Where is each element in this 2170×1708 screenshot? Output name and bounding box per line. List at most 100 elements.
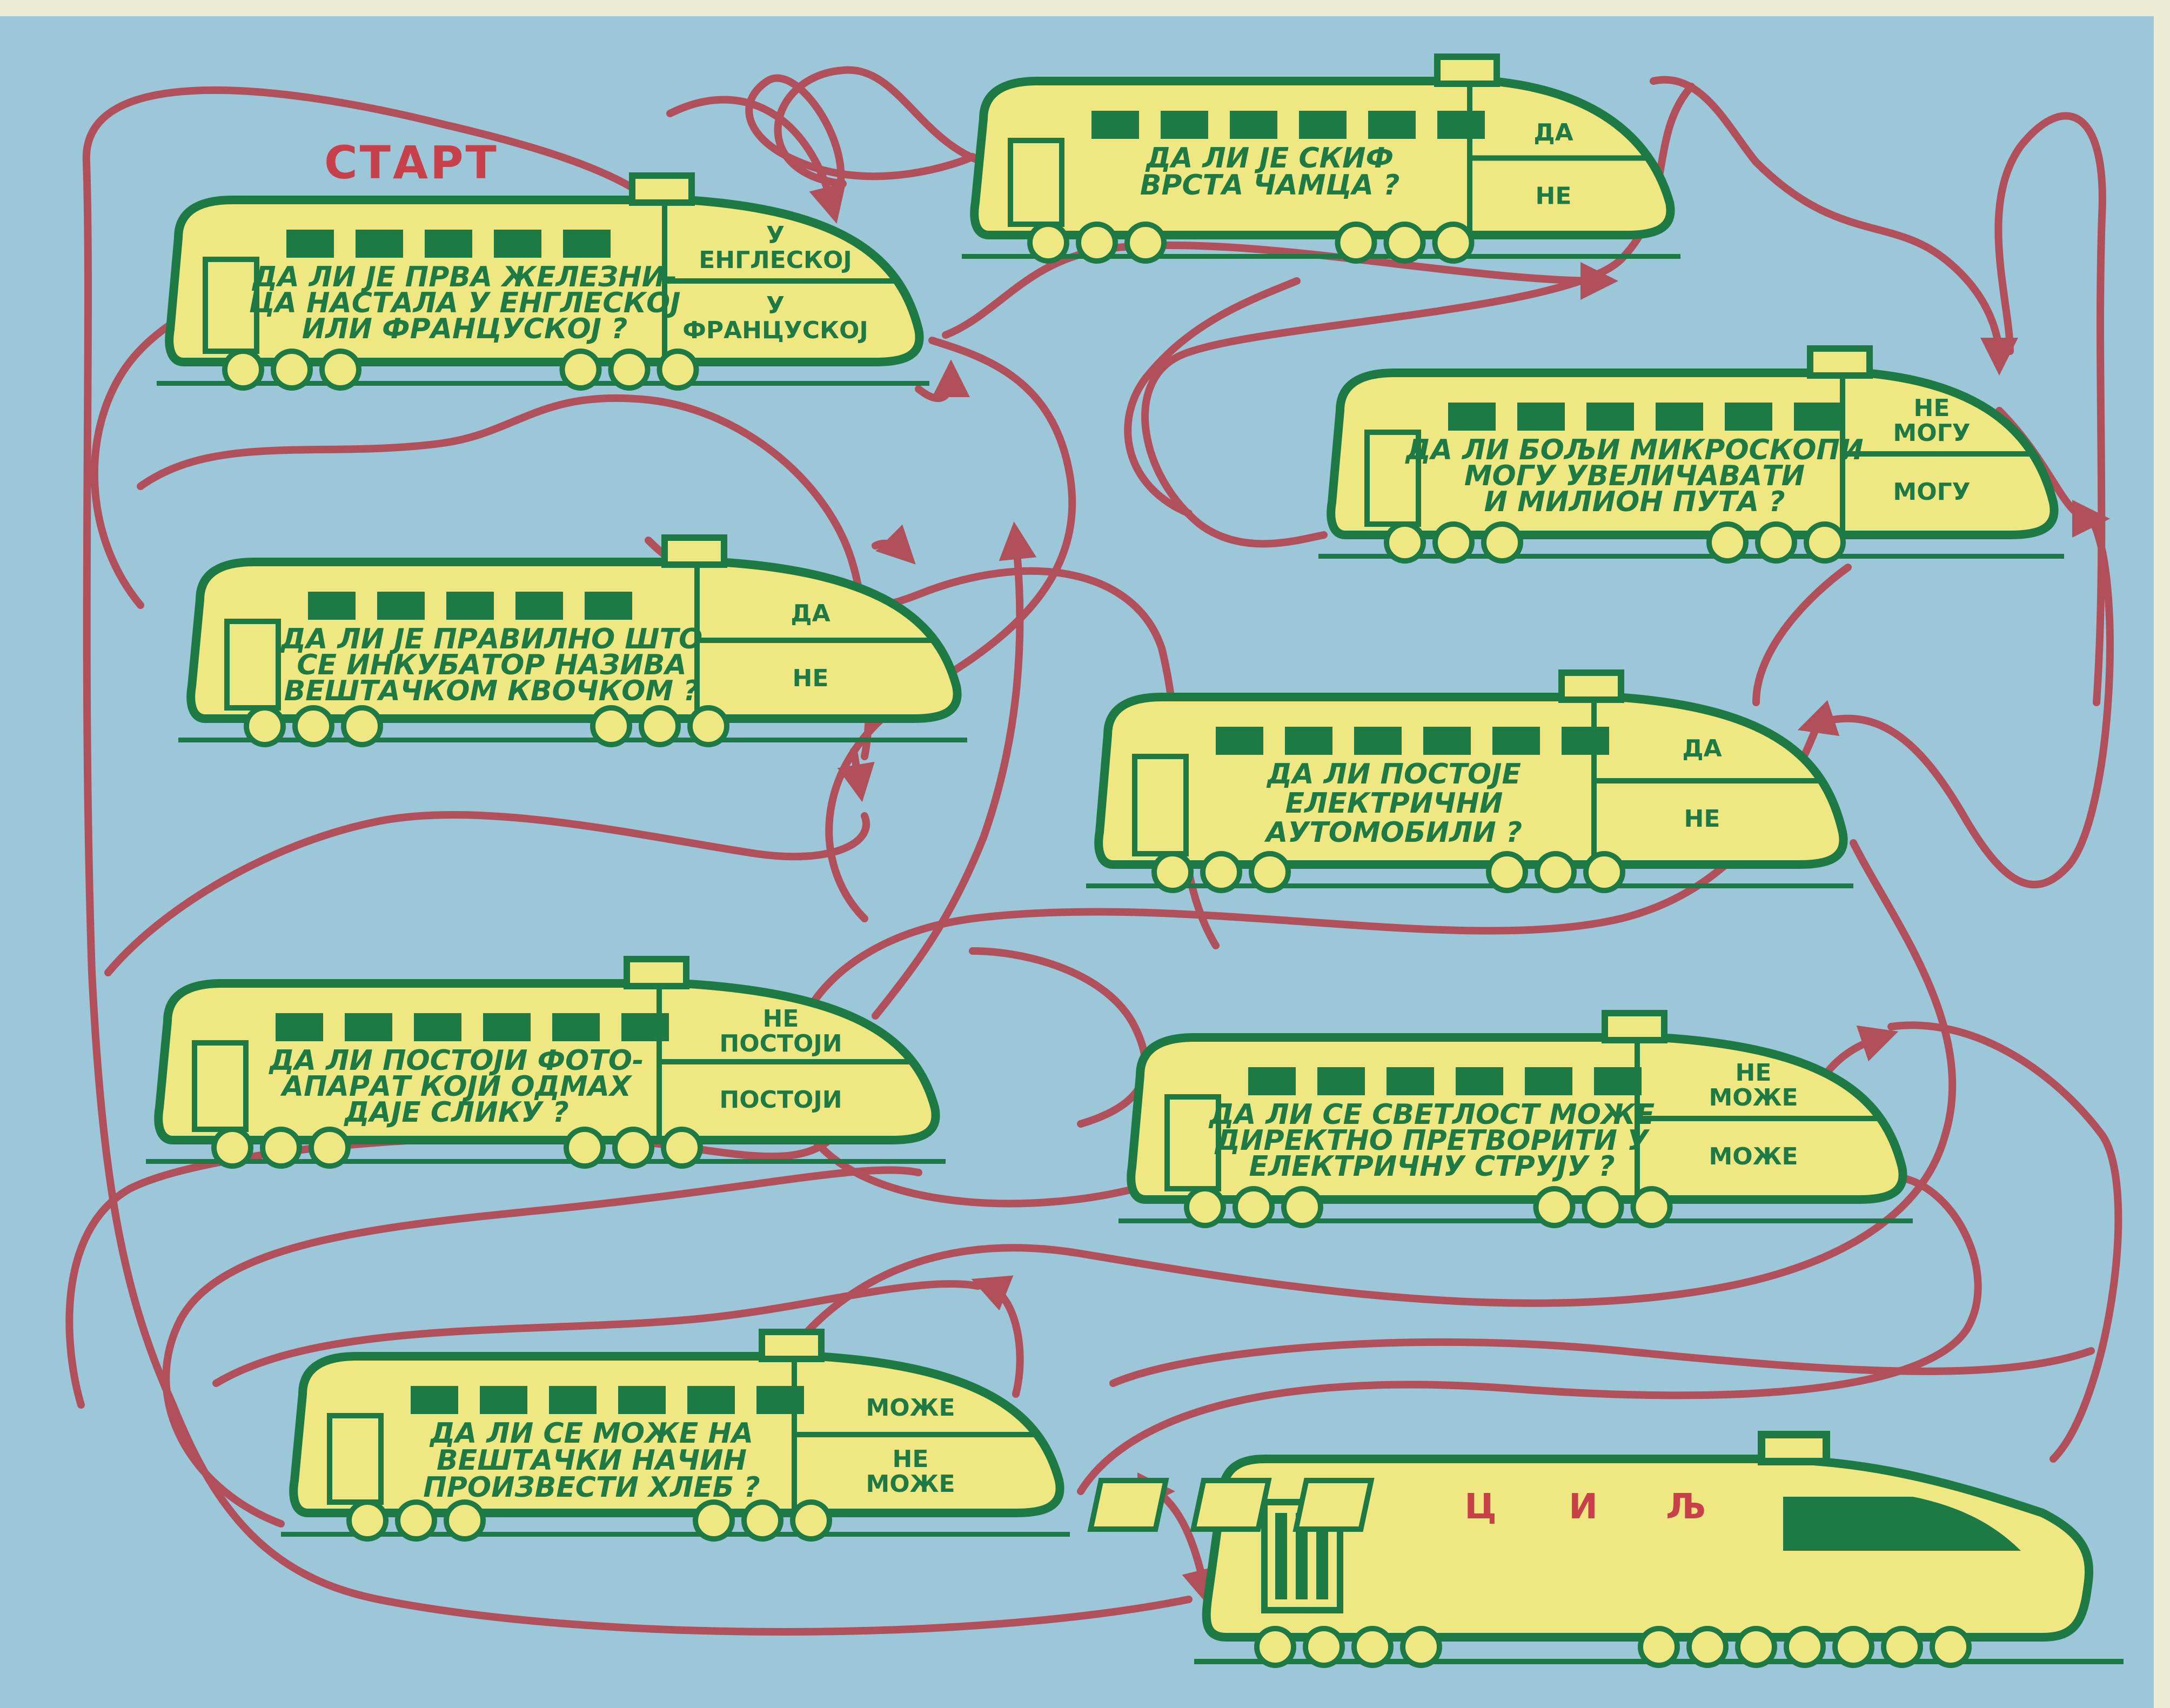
- train-window: [1492, 727, 1540, 755]
- wheel: [660, 351, 696, 388]
- answer-bottom[interactable]: НЕ: [1536, 183, 1572, 210]
- train-window: [446, 592, 494, 620]
- wheel: [690, 708, 727, 745]
- track: [157, 381, 929, 386]
- wheel: [1257, 1629, 1294, 1665]
- train-window: [1299, 111, 1347, 139]
- wheel: [1484, 524, 1521, 561]
- train-window: [1317, 1067, 1365, 1095]
- answer-bottom[interactable]: МОЖЕ: [1709, 1143, 1798, 1170]
- roof-hatch: [665, 538, 724, 565]
- wheel: [1806, 524, 1843, 561]
- wheel: [1387, 524, 1423, 561]
- train-door: [1135, 756, 1186, 854]
- wheel: [1633, 1189, 1670, 1225]
- roof-hatch: [632, 176, 692, 203]
- wheel: [1709, 524, 1746, 561]
- wheel: [1537, 854, 1574, 890]
- answer-top[interactable]: ДА: [791, 600, 830, 627]
- answer-top[interactable]: ДА: [1533, 119, 1573, 146]
- wheel: [398, 1502, 434, 1539]
- wheel: [273, 351, 310, 388]
- train-door: [195, 1043, 246, 1129]
- wheel: [1284, 1189, 1321, 1225]
- wheel: [1127, 224, 1164, 261]
- goal-letter: Ц: [1464, 1487, 1496, 1527]
- question-text: ДА ЛИ СЕ МОЖЕ НАВЕШТАЧКИ НАЧИНПРОИЗВЕСТИ…: [423, 1417, 760, 1504]
- maze-path[interactable]: [854, 751, 859, 783]
- goal-roof-hatch: [1762, 1435, 1826, 1462]
- wheel: [1251, 854, 1288, 890]
- wheel: [225, 351, 262, 388]
- train-window: [356, 230, 403, 258]
- question-text: ДА ЛИ ЈЕ СКИФВРСТА ЧАМЦА ?: [1140, 142, 1400, 202]
- wheel: [1235, 1189, 1272, 1225]
- wheel: [1536, 1189, 1573, 1225]
- goal-letter-box: [1296, 1481, 1371, 1529]
- wheel: [1738, 1629, 1774, 1665]
- answer-bottom[interactable]: НЕ: [793, 665, 829, 692]
- start-label: СТАРТ: [324, 136, 499, 189]
- train-window: [563, 230, 611, 258]
- train-door: [227, 621, 278, 708]
- train-window: [1594, 1067, 1642, 1095]
- train-window: [1216, 727, 1263, 755]
- answer-bottom[interactable]: НЕ: [1684, 805, 1720, 833]
- answer-bottom[interactable]: ПОСТОЈИ: [719, 1086, 842, 1114]
- train-window: [1562, 727, 1609, 755]
- train-window: [411, 1386, 458, 1414]
- goal-letter: Љ: [1666, 1487, 1706, 1527]
- train-window: [1248, 1067, 1296, 1095]
- train-window: [483, 1013, 531, 1041]
- roof-hatch: [1562, 673, 1621, 700]
- wheel: [295, 708, 332, 745]
- wheel: [1403, 1629, 1439, 1665]
- train-window: [549, 1386, 597, 1414]
- track: [962, 254, 1680, 259]
- train-window: [494, 230, 541, 258]
- answer-top[interactable]: МОЖЕ: [866, 1394, 955, 1422]
- question-text: ДА ЛИ СЕ СВЕТЛОСТ МОЖЕДИРЕКТНО ПРЕТВОРИТ…: [1208, 1099, 1655, 1183]
- train-window: [1725, 403, 1772, 431]
- train-window: [377, 592, 425, 620]
- wheel: [1640, 1629, 1677, 1665]
- train-window: [1423, 727, 1471, 755]
- train-window: [515, 592, 563, 620]
- wheel: [1835, 1629, 1872, 1665]
- question-text: ДА ЛИ ЈЕ ПРВА ЖЕЛЕЗНИ-ЦА НАСТАЛА У ЕНГЛЕ…: [249, 261, 680, 345]
- train-window: [276, 1013, 323, 1041]
- train-window: [286, 230, 334, 258]
- train-window: [1091, 111, 1139, 139]
- goal-letter-box: [1090, 1481, 1166, 1529]
- train-door: [1010, 140, 1062, 224]
- wheel: [1585, 1189, 1622, 1225]
- goal-letter: И: [1569, 1487, 1598, 1527]
- answer-bottom[interactable]: МОГУ: [1893, 478, 1970, 506]
- wheel: [1030, 224, 1067, 261]
- wheel: [1689, 1629, 1726, 1665]
- wheel: [1932, 1629, 1969, 1665]
- train-window: [552, 1013, 600, 1041]
- paper-margin-top: [0, 0, 2170, 16]
- track: [1086, 883, 1853, 888]
- train-window: [585, 592, 632, 620]
- roof-hatch: [1605, 1013, 1664, 1040]
- train-window: [1161, 111, 1208, 139]
- goal-door-bar: [1275, 1513, 1287, 1599]
- wheel: [1354, 1629, 1391, 1665]
- roof-hatch: [1437, 57, 1497, 84]
- wheel: [344, 708, 380, 745]
- wheel: [1586, 854, 1623, 890]
- wheel: [1435, 524, 1472, 561]
- wheel: [446, 1502, 483, 1539]
- wheel: [1387, 224, 1423, 261]
- wheel: [593, 708, 629, 745]
- wheel: [1758, 524, 1794, 561]
- answer-top[interactable]: ДА: [1682, 735, 1722, 762]
- wheel: [263, 1129, 299, 1166]
- wheel: [311, 1129, 348, 1166]
- wheel: [1154, 854, 1191, 890]
- train-window: [345, 1013, 392, 1041]
- roof-hatch: [762, 1332, 821, 1359]
